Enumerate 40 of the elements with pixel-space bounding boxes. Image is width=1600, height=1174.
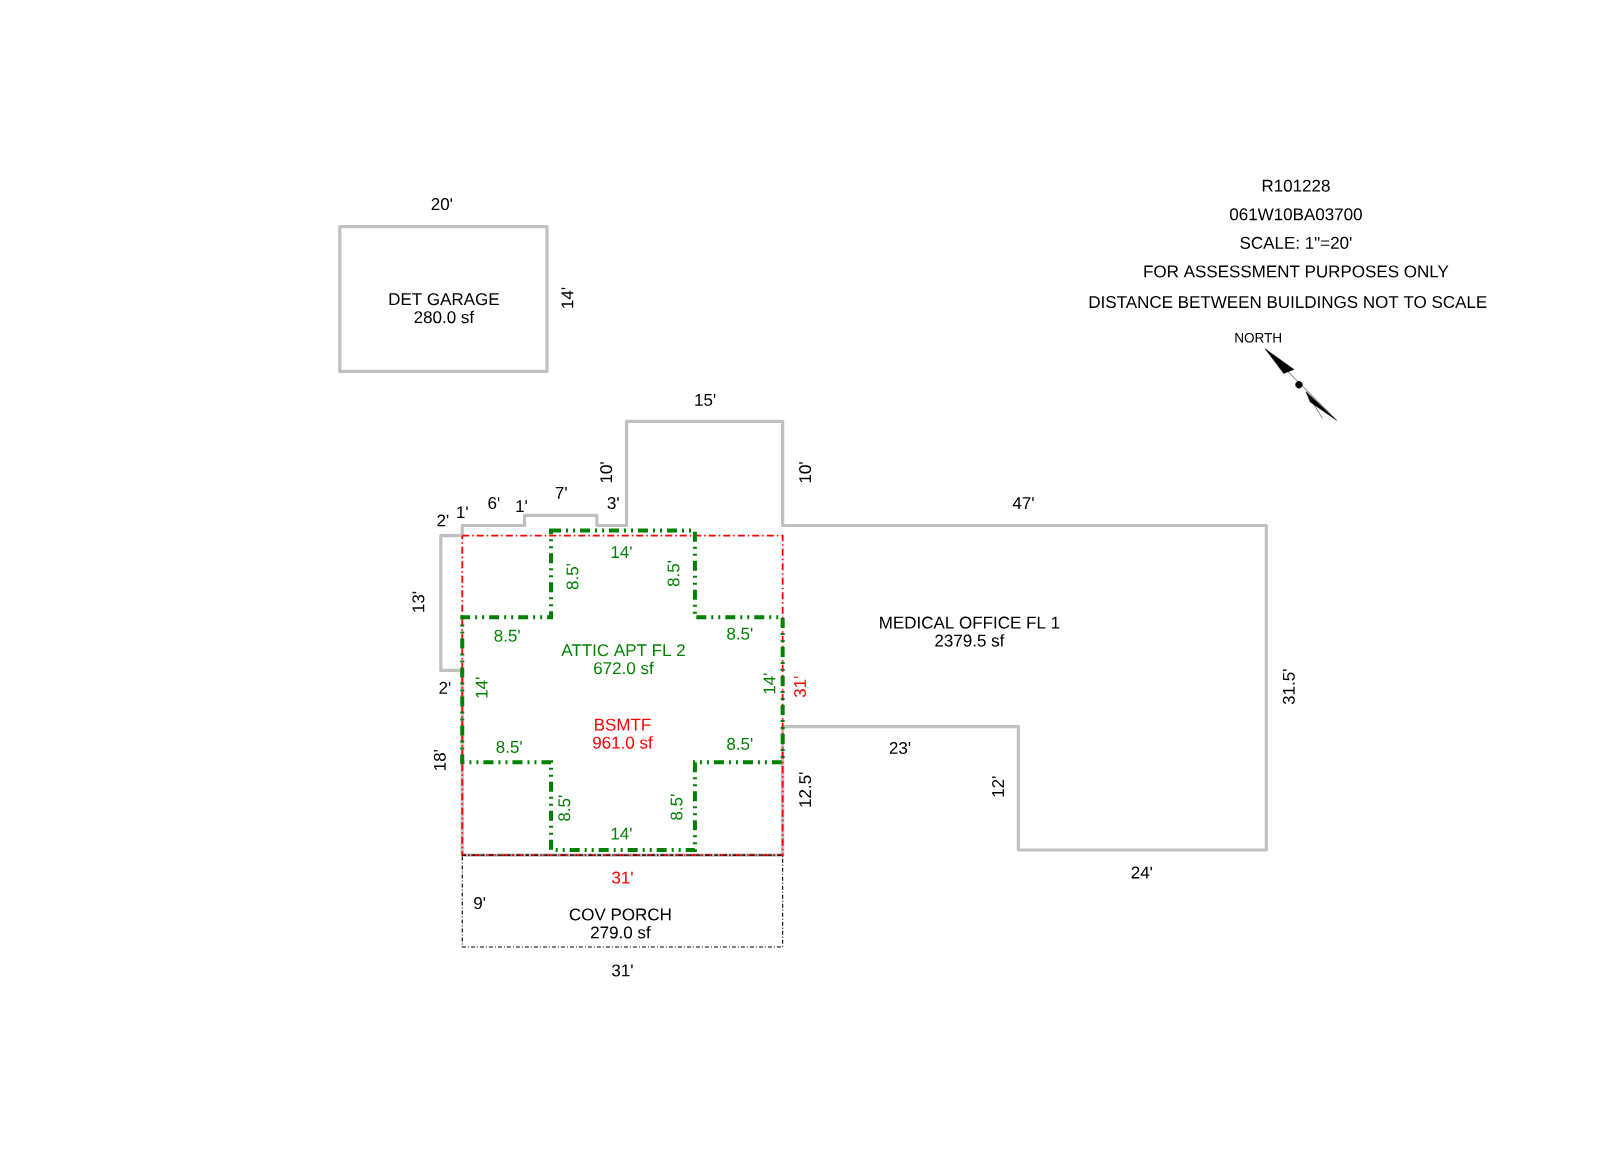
dimension-label: 20': [431, 198, 453, 211]
note-text: FOR ASSESSMENT PURPOSES ONLY: [1144, 265, 1449, 278]
dimension-label: 10': [799, 462, 812, 483]
dimension-label: 14': [763, 673, 776, 694]
dimension-label: 6': [488, 497, 500, 510]
note-text: R101228: [1262, 179, 1330, 192]
dimension-label: 8.5': [566, 563, 579, 590]
dimension-label: 8.5': [494, 629, 520, 642]
dimension-label: 31': [612, 871, 633, 884]
dimension-label: 47': [1012, 497, 1034, 509]
dimension-label: 14': [611, 546, 632, 558]
dimension-label: 14': [611, 827, 632, 840]
dimension-label: 12.5': [799, 772, 812, 807]
dimension-label: 24': [1131, 866, 1153, 879]
dimension-label: 1': [516, 500, 527, 512]
dimension-label: 8.5': [670, 794, 683, 820]
dimension-label: 10': [600, 462, 613, 483]
dimension-label: 3': [607, 497, 619, 510]
compass-label: NORTH: [1235, 333, 1281, 343]
dimension-label: 9': [474, 897, 486, 910]
dimension-label: 31': [612, 964, 633, 977]
dimension-label: 12': [992, 776, 1004, 797]
dimension-label: 18': [433, 750, 446, 770]
note-text: 061W10BA03700: [1229, 208, 1362, 221]
dimension-label: 14': [475, 677, 488, 698]
dimension-label: 15': [695, 394, 716, 406]
dimension-label: 7': [555, 487, 567, 499]
dimension-label: 8.5': [727, 627, 753, 640]
note-text: DISTANCE BETWEEN BUILDINGS NOT TO SCALE: [1089, 296, 1487, 309]
dimension-label: 31.5': [1282, 669, 1295, 705]
dimension-label: 23': [889, 741, 911, 754]
note-text: SCALE: 1"=20': [1240, 236, 1352, 249]
dimension-label: 2': [437, 514, 449, 527]
dimension-label: 8.5': [667, 560, 680, 587]
dimension-label: 8.5': [496, 740, 522, 753]
dimension-label: 8.5': [727, 737, 753, 750]
dimension-label: 13': [412, 591, 425, 612]
dimension-label: 8.5': [558, 795, 571, 821]
dimension-label: 1': [457, 506, 468, 519]
garage-outline: DET GARAGE 280.0 sf: [338, 224, 549, 374]
